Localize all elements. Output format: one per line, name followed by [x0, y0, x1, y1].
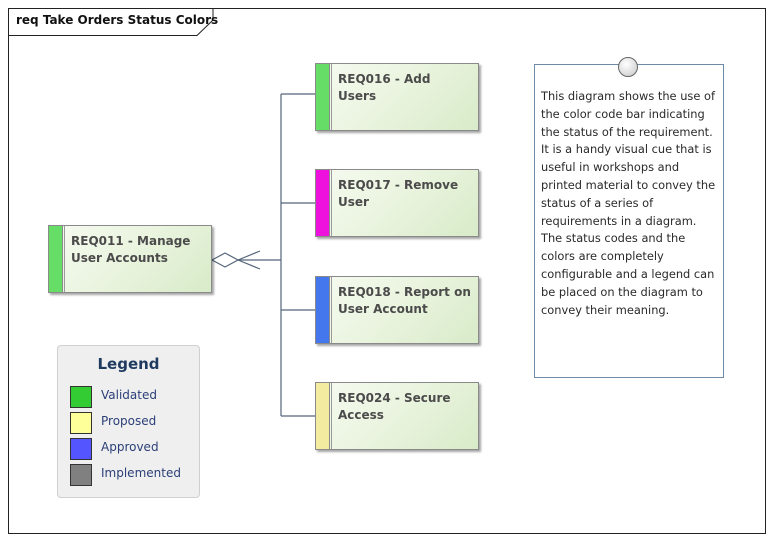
diagram-title: req Take Orders Status Colors: [16, 13, 219, 27]
legend-label: Approved: [101, 440, 159, 454]
requirement-parent[interactable]: REQ011 - Manage User Accounts: [48, 225, 212, 293]
status-color-bar: [316, 277, 330, 343]
status-color-bar: [316, 170, 330, 236]
requirement-title: REQ024 - Secure Access: [338, 391, 451, 422]
legend-swatch: [70, 464, 92, 486]
legend-label: Validated: [101, 388, 157, 402]
requirement-title: REQ011 - Manage User Accounts: [71, 234, 191, 265]
requirement-child[interactable]: REQ016 - Add Users: [315, 63, 479, 131]
requirement-child[interactable]: REQ024 - Secure Access: [315, 382, 479, 450]
legend-label: Proposed: [101, 414, 157, 428]
note-text: This diagram shows the use of the color …: [541, 89, 716, 317]
note-anchor-circle-icon: [618, 57, 638, 77]
status-color-bar: [316, 383, 330, 449]
legend-swatch: [70, 412, 92, 434]
legend-swatch: [70, 438, 92, 460]
diagram-note[interactable]: This diagram shows the use of the color …: [534, 64, 724, 378]
requirement-title: REQ016 - Add Users: [338, 72, 431, 103]
legend[interactable]: Legend Validated Proposed Approved Imple…: [57, 345, 200, 498]
requirement-title: REQ017 - Remove User: [338, 178, 459, 209]
aggregation-diamond: [210, 252, 240, 268]
requirement-title: REQ018 - Report on User Account: [338, 285, 471, 316]
requirement-child[interactable]: REQ017 - Remove User: [315, 169, 479, 237]
status-color-bar: [49, 226, 63, 292]
legend-label: Implemented: [101, 466, 181, 480]
status-color-bar: [316, 64, 330, 130]
diagram-title-tab: [8, 8, 214, 36]
legend-title: Legend: [97, 355, 160, 373]
legend-swatch: [70, 386, 92, 408]
requirement-child[interactable]: REQ018 - Report on User Account: [315, 276, 479, 344]
